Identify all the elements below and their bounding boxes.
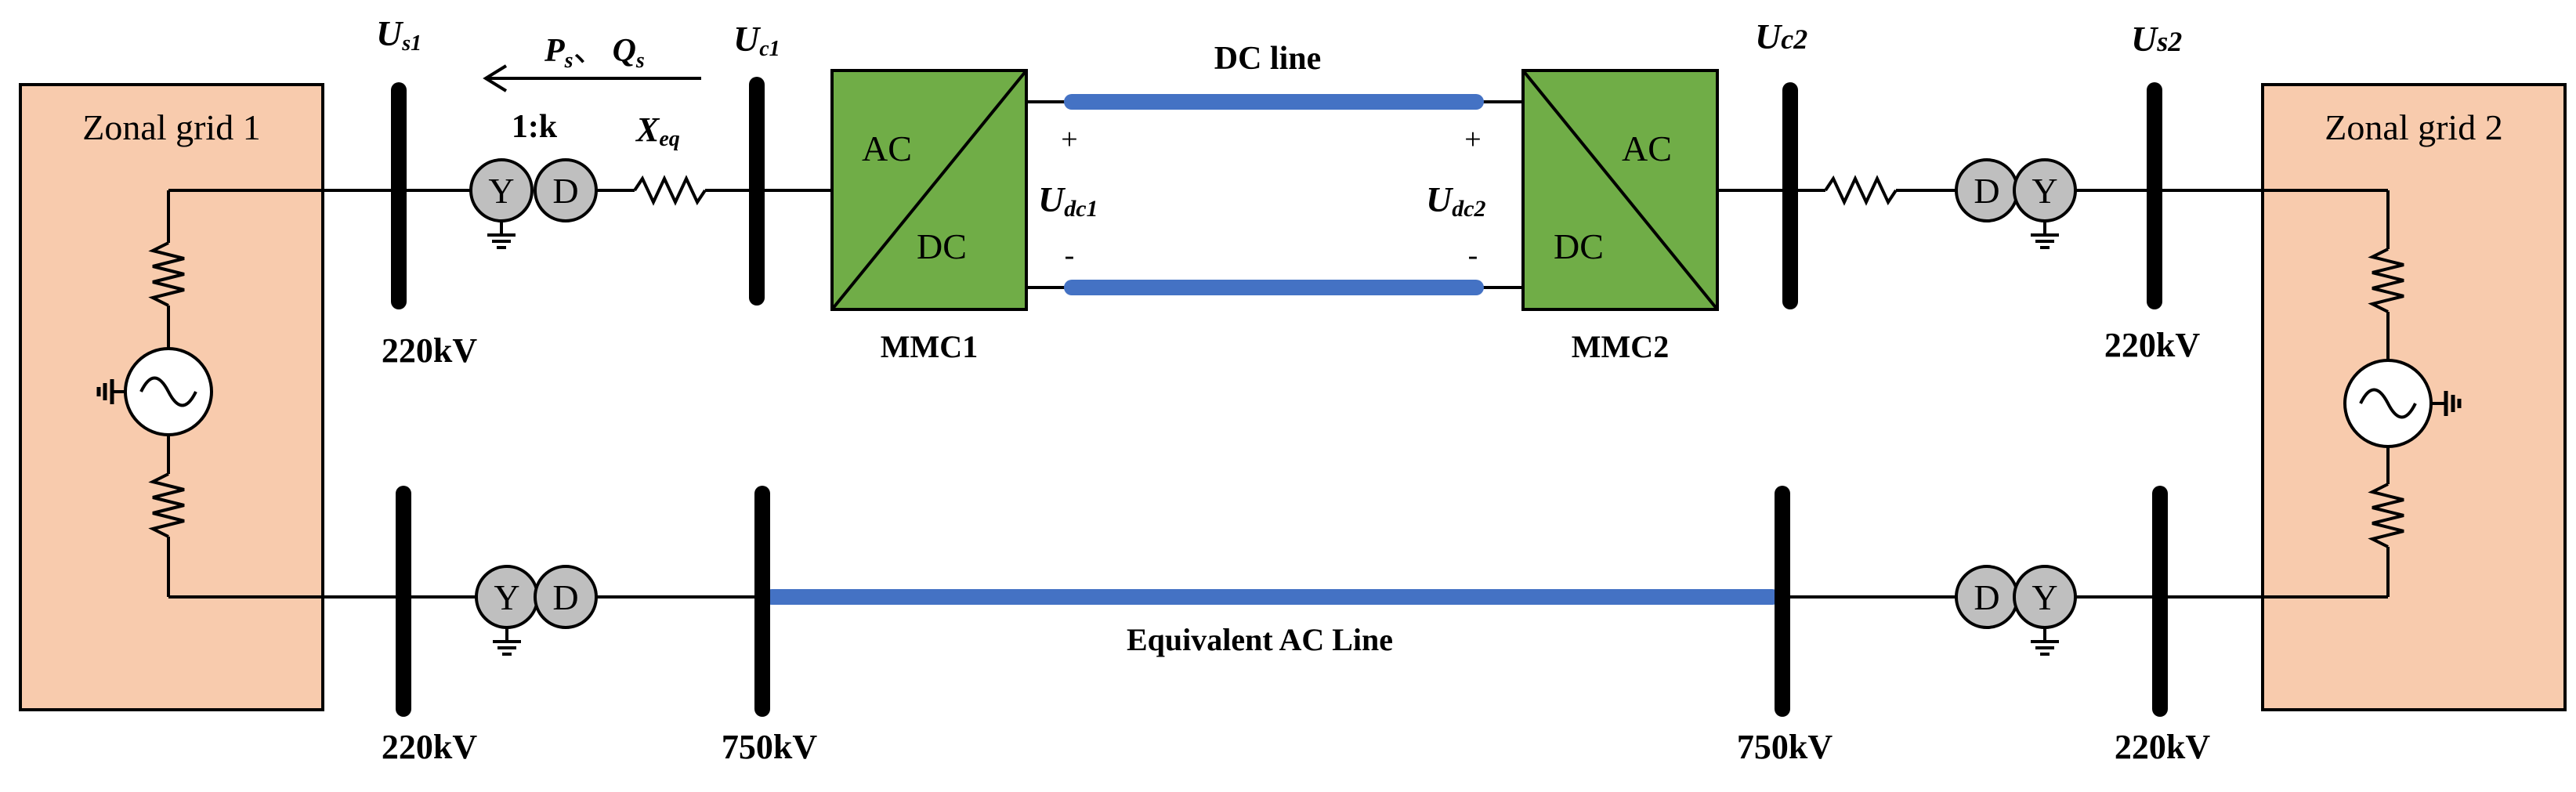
p-subscript: s xyxy=(564,49,573,73)
tx-br-d: D xyxy=(1974,577,1999,617)
zone1-source-icon xyxy=(96,347,213,436)
mmc2-name: MMC2 xyxy=(1572,329,1669,364)
zone2-circuit xyxy=(2368,190,2404,597)
zone1-circuit xyxy=(148,190,185,597)
tx-tl-d: D xyxy=(552,171,578,211)
ground-icon xyxy=(2031,221,2059,249)
mmc1-converter: AC DC xyxy=(830,69,1028,311)
zonal-grid-1-label: Zonal grid 1 xyxy=(82,107,260,147)
mmc2-dc-minus: - xyxy=(1468,239,1478,272)
zonal-grid-2-label: Zonal grid 2 xyxy=(2325,107,2502,147)
uc1-label: Uc1 xyxy=(733,19,780,61)
zone2-resistor-top xyxy=(2368,248,2404,313)
us2-label: Us2 xyxy=(2131,19,2182,59)
voltage-label-bottom-right-220: 220kV xyxy=(2115,728,2210,766)
voltage-label-top-left: 220kV xyxy=(382,331,477,370)
voltage-label-top-right: 220kV xyxy=(2104,326,2200,364)
transformer-bottom-left: Y D xyxy=(475,565,598,629)
tx-tr-y: Y xyxy=(2031,171,2057,211)
ground-icon xyxy=(2031,627,2059,656)
tx-bl-d: D xyxy=(552,577,578,617)
transformer-top-left: Y D xyxy=(469,158,598,222)
voltage-label-bottom-left-220: 220kV xyxy=(382,728,477,766)
reactance-right xyxy=(1824,175,1898,206)
zone2-resistor-bottom xyxy=(2368,483,2404,548)
ground-icon xyxy=(493,627,521,656)
mmc2-converter: AC DC xyxy=(1521,69,1719,311)
dc-line-label: DC line xyxy=(1214,41,1322,77)
tx-br-y: Y xyxy=(2031,577,2057,617)
tx-bl-y: Y xyxy=(494,577,519,617)
power-flow-label: Ps、Qs xyxy=(544,33,645,73)
zone1-resistor-bottom xyxy=(148,472,185,538)
udc1-label: Udc1 xyxy=(1038,179,1098,222)
mmc2-ac-label: AC xyxy=(1622,128,1672,168)
uc2-label: Uc2 xyxy=(1755,16,1807,56)
tx-tl-y: Y xyxy=(488,171,514,211)
reactance-xeq xyxy=(633,175,707,206)
mmc1-dc-plus: + xyxy=(1061,123,1077,156)
q-subscript: s xyxy=(635,49,645,73)
transformer-top-right: D Y xyxy=(1955,158,2077,222)
voltage-label-bottom-left-750: 750kV xyxy=(722,728,817,766)
buses xyxy=(391,77,2168,717)
zone2-source-icon xyxy=(2343,359,2462,448)
mmc1-ac-label: AC xyxy=(862,128,912,168)
q-symbol: Q xyxy=(613,33,636,69)
mmc2-dc-label: DC xyxy=(1554,226,1604,266)
transformer-ratio-label: 1:k xyxy=(512,109,558,145)
mmc2-dc-plus: + xyxy=(1464,123,1481,156)
ground-icon xyxy=(487,221,516,249)
mmc1-name: MMC1 xyxy=(881,329,978,364)
tx-tr-d: D xyxy=(1974,171,1999,211)
zone1-resistor-top xyxy=(148,241,185,307)
transformer-bottom-right: D Y xyxy=(1955,565,2077,629)
mmc1-dc-minus: - xyxy=(1065,239,1075,272)
mmc1-dc-label: DC xyxy=(917,226,967,266)
power-flow-arrow xyxy=(483,64,701,92)
us1-label: Us1 xyxy=(376,13,421,56)
ac-line-label: Equivalent AC Line xyxy=(1127,622,1393,657)
reactance-label: Xeq xyxy=(635,110,680,151)
p-symbol: P xyxy=(544,33,565,69)
voltage-label-bottom-right-750: 750kV xyxy=(1737,728,1833,766)
udc2-label: Udc2 xyxy=(1426,179,1486,222)
pq-separator: 、 xyxy=(573,33,606,69)
